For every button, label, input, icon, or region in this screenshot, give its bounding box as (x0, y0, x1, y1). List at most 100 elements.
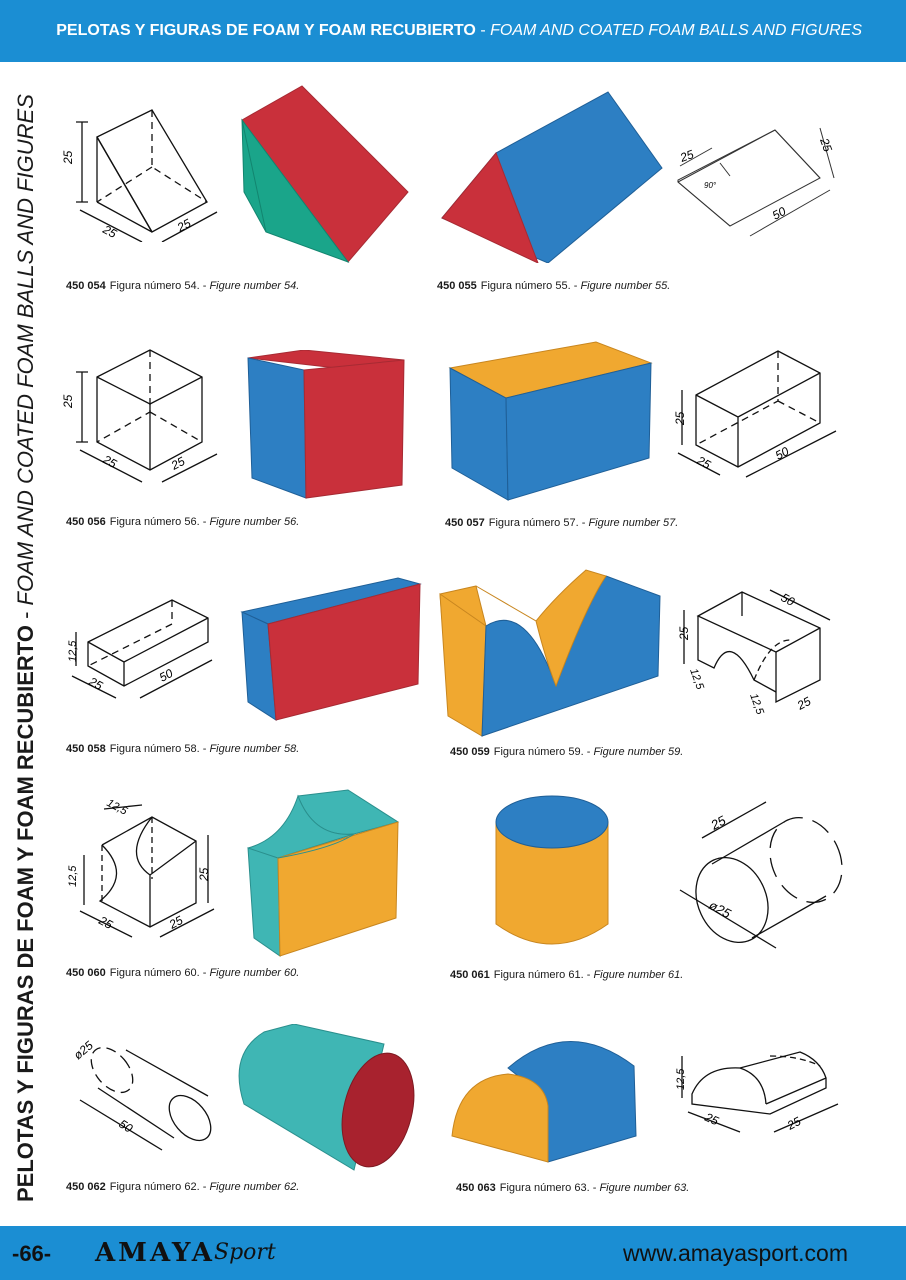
figure-63-drawing: 12,5 25 25 (675, 1051, 839, 1133)
figure-55-photo (441, 91, 663, 263)
figure-57-photo (448, 341, 653, 501)
figure-61-dim-diameter: ø25 (707, 897, 735, 921)
figure-60-dim-top: 12,5 (105, 797, 130, 818)
product-name-es: Figura número 54. - (109, 280, 207, 292)
figure-59-dim-step-b: 12,5 (747, 692, 766, 717)
figure-55-drawing: 25 25 50 90° (677, 127, 835, 237)
figure-62-drawing: ø25 50 (71, 1038, 212, 1151)
figure-63-dim-height: 12,5 (675, 1068, 687, 1090)
product-code: 450 063 (456, 1182, 496, 1194)
figure-60-drawing: 12,5 12,5 25 25 25 (67, 797, 215, 938)
figure-54-dim-width: 25 (174, 216, 194, 235)
figure-63-dim-width: 25 (784, 1114, 804, 1133)
figure-63-dim-depth: 25 (702, 1110, 721, 1129)
product-name-en: Figure number 54. (209, 280, 300, 292)
figure-60-dim-width: 25 (166, 913, 186, 932)
figure-62-dim-length: 50 (116, 1117, 135, 1136)
figure-62-dim-diameter: ø25 (71, 1038, 96, 1062)
product-code: 450 062 (66, 1181, 106, 1193)
figure-54-drawing: 25 25 25 (62, 109, 218, 242)
figure-54-dim-depth: 25 (100, 222, 120, 241)
product-code: 450 058 (66, 743, 106, 755)
figure-59-dim-step-a: 12,5 (687, 667, 706, 692)
product-name-en: Figure number 55. (580, 280, 671, 292)
header-title-en: FOAM AND COATED FOAM BALLS AND FIGURES (490, 22, 862, 39)
product-name-en: Figure number 56. (209, 516, 300, 528)
figure-60-photo (247, 789, 400, 957)
product-name-es: Figura número 62. - (109, 1181, 207, 1193)
figure-60-dim-side: 12,5 (67, 865, 79, 887)
figure-60-dim-height: 25 (197, 867, 211, 882)
figure-54-photo (241, 85, 409, 264)
figure-59-drawing: 50 25 12,5 12,5 25 (677, 589, 831, 717)
header-title: PELOTAS Y FIGURAS DE FOAM Y FOAM RECUBIE… (56, 22, 862, 40)
brand-logo-script: Sport (214, 1240, 276, 1265)
product-name-es: Figura número 61. - (493, 969, 591, 981)
product-name-es: Figura número 58. - (109, 743, 207, 755)
product-name-es: Figura número 55. - (480, 280, 578, 292)
side-title-es: PELOTAS Y FIGURAS DE FOAM Y FOAM RECUBIE… (13, 625, 38, 1202)
product-name-en: Figure number 58. (209, 743, 300, 755)
product-name-es: Figura número 56. - (109, 516, 207, 528)
figure-61-dim-length: 25 (707, 812, 728, 833)
figure-59-photo (439, 569, 661, 737)
figure-56-photo (247, 350, 405, 499)
product-name-es: Figura número 59. - (493, 746, 591, 758)
product-name-en: Figure number 59. (593, 746, 684, 758)
figure-58-dim-height: 12,5 (67, 640, 79, 662)
product-code: 450 055 (437, 280, 477, 292)
figure-59-dim-height: 25 (677, 626, 691, 641)
side-separator: - (13, 611, 38, 619)
header-bar: PELOTAS Y FIGURAS DE FOAM Y FOAM RECUBIE… (0, 0, 906, 62)
figure-61-photo (495, 795, 609, 945)
figure-63-photo (451, 1041, 637, 1163)
brand-logo: AMAYA (95, 1238, 215, 1268)
figure-55-dim-b: 25 (817, 135, 835, 154)
product-name-es: Figura número 60. - (109, 967, 207, 979)
product-code: 450 057 (445, 517, 485, 529)
product-code: 450 054 (66, 280, 106, 292)
figure-55-dim-angle: 90° (704, 181, 717, 190)
page-number: -66- (12, 1241, 52, 1266)
product-code: 450 056 (66, 516, 106, 528)
product-code: 450 061 (450, 969, 490, 981)
product-code: 450 060 (66, 967, 106, 979)
figure-57-dim-height: 25 (673, 411, 687, 426)
figure-58-dim-length: 50 (157, 666, 176, 685)
figure-59-dim-length: 50 (779, 590, 798, 609)
product-name-en: Figure number 62. (209, 1181, 300, 1193)
header-title-es: PELOTAS Y FIGURAS DE FOAM Y FOAM RECUBIE… (56, 22, 476, 39)
header-separator: - (480, 22, 486, 39)
side-title-en: FOAM AND COATED FOAM BALLS AND FIGURES (13, 94, 38, 606)
figure-58-dim-depth: 25 (86, 674, 106, 693)
figure-57-dim-depth: 25 (694, 453, 714, 472)
figure-61-drawing: 25 ø25 (679, 801, 843, 949)
figure-62-photo (238, 1024, 415, 1171)
figure-56-dim-width: 25 (168, 454, 188, 473)
footer-bar: -66- AMAYA Sport www.amayasport.com (0, 1226, 906, 1280)
side-title: PELOTAS Y FIGURAS DE FOAM Y FOAM RECUBIE… (0, 94, 52, 1206)
figure-54-dim-height: 25 (62, 150, 75, 165)
product-name-en: Figure number 61. (593, 969, 684, 981)
product-name-es: Figura número 63. - (499, 1182, 597, 1194)
figure-60-dim-depth: 25 (96, 913, 116, 932)
website-link[interactable]: www.amayasport.com (623, 1240, 848, 1266)
figure-58-drawing: 12,5 25 50 (67, 599, 213, 699)
product-name-en: Figure number 63. (599, 1182, 690, 1194)
product-name-en: Figure number 57. (588, 517, 679, 529)
figure-57-dim-length: 50 (773, 444, 792, 463)
figure-56-drawing: 25 25 25 (62, 349, 218, 483)
figure-59-dim-depth: 25 (794, 694, 814, 713)
figure-56-dim-height: 25 (62, 394, 75, 409)
figure-56-dim-depth: 25 (100, 452, 120, 471)
